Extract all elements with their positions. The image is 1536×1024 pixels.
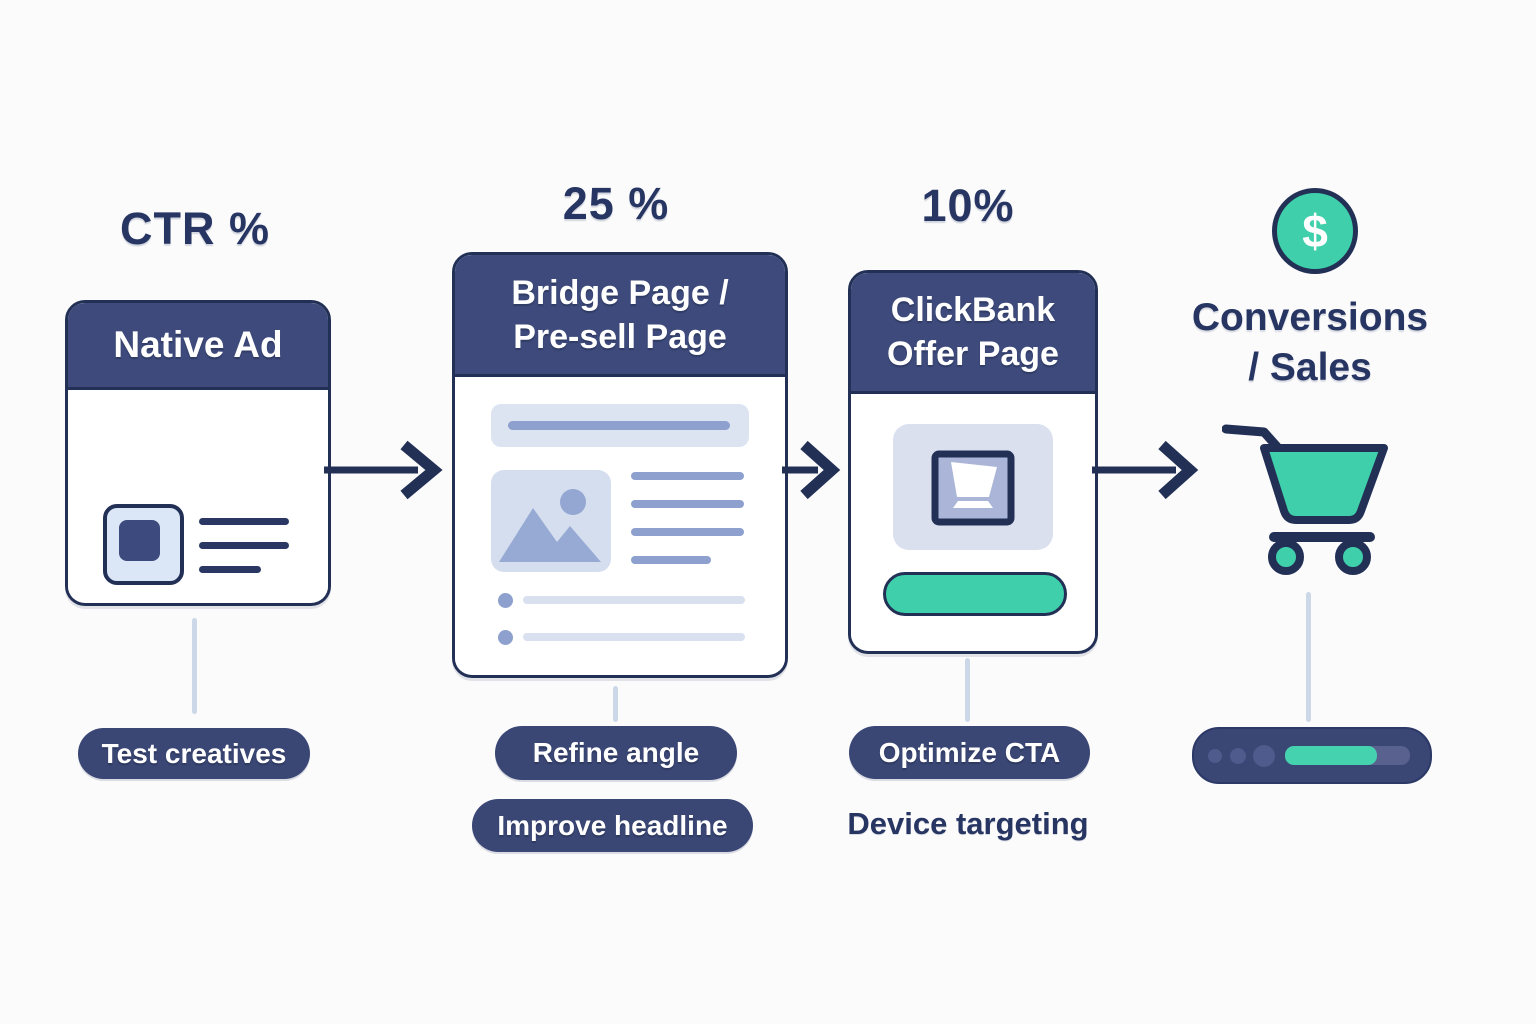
native-ad-card-header: Native Ad <box>68 303 328 390</box>
ad-thumbnail-inner-square <box>119 520 160 561</box>
connector-line <box>613 686 618 722</box>
clickbank-offer-card-header: ClickBank Offer Page <box>851 273 1095 394</box>
skeleton-line <box>523 596 745 604</box>
native-ad-card: Native Ad <box>65 300 331 606</box>
bullet-dot <box>498 593 513 608</box>
connector-line <box>965 658 970 722</box>
clickbank-offer-card: ClickBank Offer Page <box>848 270 1098 654</box>
shopping-cart-icon <box>1222 424 1388 575</box>
screen-icon <box>931 450 1015 526</box>
skeleton-line <box>631 500 744 508</box>
skeleton-line <box>199 566 261 573</box>
conversion-progress-fill <box>1285 746 1377 765</box>
stage2-action-label-1: Refine angle <box>532 737 700 768</box>
stage1-action-label: Test creatives <box>101 737 287 769</box>
arrow-right-icon <box>1092 440 1199 500</box>
stage1-metric-label: CTR % <box>120 203 270 254</box>
bridge-page-card-header: Bridge Page / Pre-sell Page <box>455 255 785 377</box>
arrow-right-icon <box>782 440 841 500</box>
native-ad-card-title: Native Ad <box>113 324 283 365</box>
browser-bar-widget <box>1192 727 1432 784</box>
stage2-metric-label: 25 % <box>562 178 670 229</box>
skeleton-line <box>631 528 744 536</box>
stage2-action-label-2: Improve headline <box>497 809 728 841</box>
clickbank-card-title-line1: ClickBank <box>890 291 1056 329</box>
stage3-metric-label: 10% <box>921 180 1015 231</box>
widget-dot <box>1253 745 1275 767</box>
bridge-page-card: Bridge Page / Pre-sell Page <box>452 252 788 678</box>
skeleton-line <box>508 421 730 430</box>
arrow-right-icon <box>324 440 443 500</box>
native-ad-card-body <box>68 390 328 599</box>
bridge-page-card-body <box>455 377 785 671</box>
widget-dot <box>1208 749 1222 763</box>
stage3-action-pill: Optimize CTA <box>849 726 1090 779</box>
skeleton-line <box>631 472 744 480</box>
stage3-action-label: Optimize CTA <box>878 736 1061 768</box>
skeleton-line <box>631 556 711 564</box>
widget-dot <box>1230 748 1246 764</box>
stage4-title-line1: Conversions <box>1191 296 1429 339</box>
image-placeholder-icon <box>491 470 611 572</box>
skeleton-line <box>199 518 289 525</box>
dollar-symbol: $ <box>1302 205 1328 257</box>
bridge-page-card-title-line2: Pre-sell Page <box>513 317 727 356</box>
stage2-action-pill-1: Refine angle <box>495 726 737 780</box>
skeleton-line <box>523 633 745 641</box>
stage2-action-pill-2: Improve headline <box>472 799 753 852</box>
clickbank-card-title-line2: Offer Page <box>887 335 1059 373</box>
connector-line <box>1306 592 1311 722</box>
bridge-page-card-title-line1: Bridge Page / <box>511 273 729 312</box>
stage4-title-line2: / Sales <box>1248 346 1372 389</box>
ad-thumbnail-icon <box>103 504 184 585</box>
dollar-icon: $ <box>1272 188 1358 274</box>
bullet-dot <box>498 630 513 645</box>
connector-line <box>192 618 197 714</box>
stage3-secondary-action-label: Device targeting <box>847 806 1089 841</box>
conversion-progress-track <box>1285 746 1410 765</box>
stage1-action-pill: Test creatives <box>78 728 310 779</box>
clickbank-offer-card-body <box>851 394 1095 647</box>
cta-button <box>883 572 1067 616</box>
skeleton-line <box>199 542 289 549</box>
stage4-title: Conversions / Sales <box>1150 293 1470 393</box>
